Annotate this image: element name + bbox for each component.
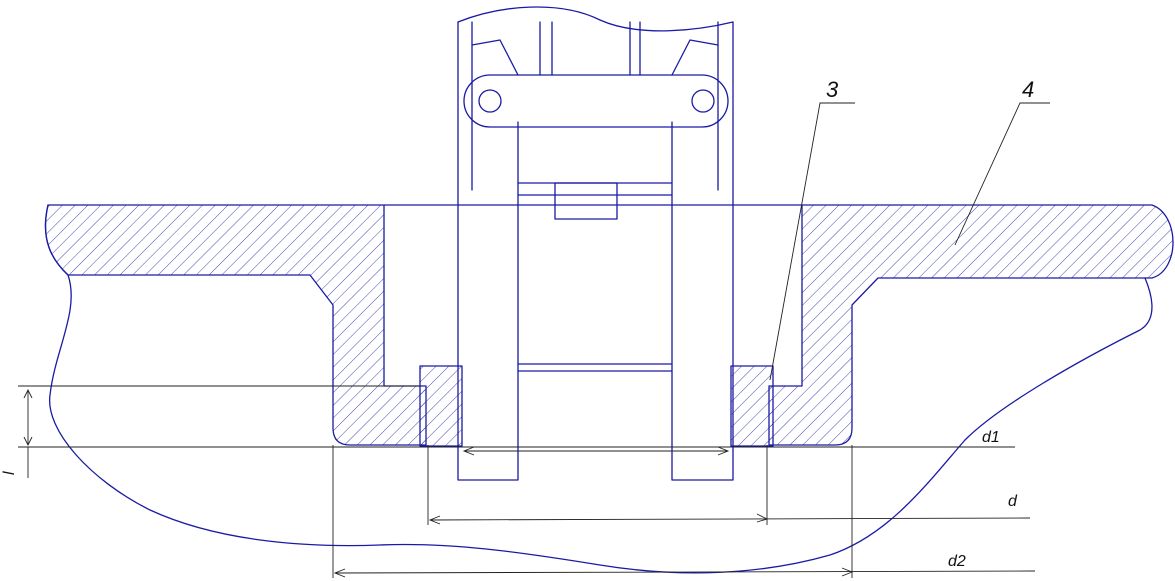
callout-3-leader [769,102,855,381]
shaft-chamfer [471,39,719,76]
dimension-d-label: d [1008,493,1018,510]
dimension-d2-label: d2 [948,553,966,570]
shaft-left-leg [457,21,519,481]
dimension-d1-label: d1 [982,429,1000,446]
housing-section-right [768,204,1174,446]
pin-left [478,89,502,113]
body-break-outline [44,204,1153,574]
lower-cross-bar [517,363,673,372]
shaft-break [457,6,734,32]
dimension-lines [18,385,1036,578]
callout-4-label: 4 [1022,77,1034,102]
seal-ring-right [730,365,774,447]
callout-4-leader [954,102,1050,246]
shaft-inner-right [629,21,719,191]
center-block [554,182,618,220]
seal-ring-left [419,365,463,447]
shaft-right-leg [671,21,734,481]
pin-right [691,89,715,113]
cross-bar [517,182,673,196]
callout-3-label: 3 [826,77,839,102]
shaft-inner-left [471,21,553,191]
link-plate [463,74,729,128]
housing-section [44,204,427,446]
dimension-l-label: l [1,471,18,475]
